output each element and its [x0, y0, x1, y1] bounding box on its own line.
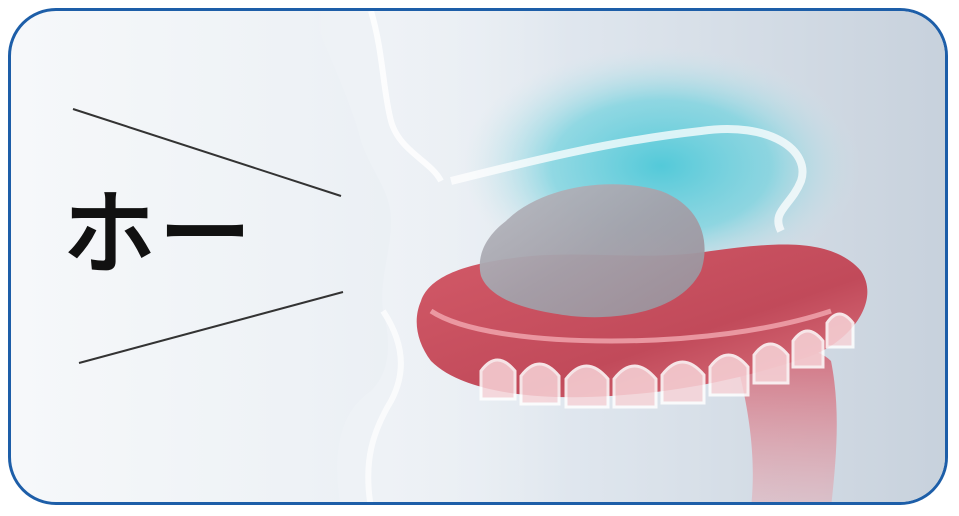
sound-label: ホー [63, 189, 255, 281]
airflow-line-lower [79, 292, 343, 363]
illustration-frame: ホー [8, 8, 948, 505]
